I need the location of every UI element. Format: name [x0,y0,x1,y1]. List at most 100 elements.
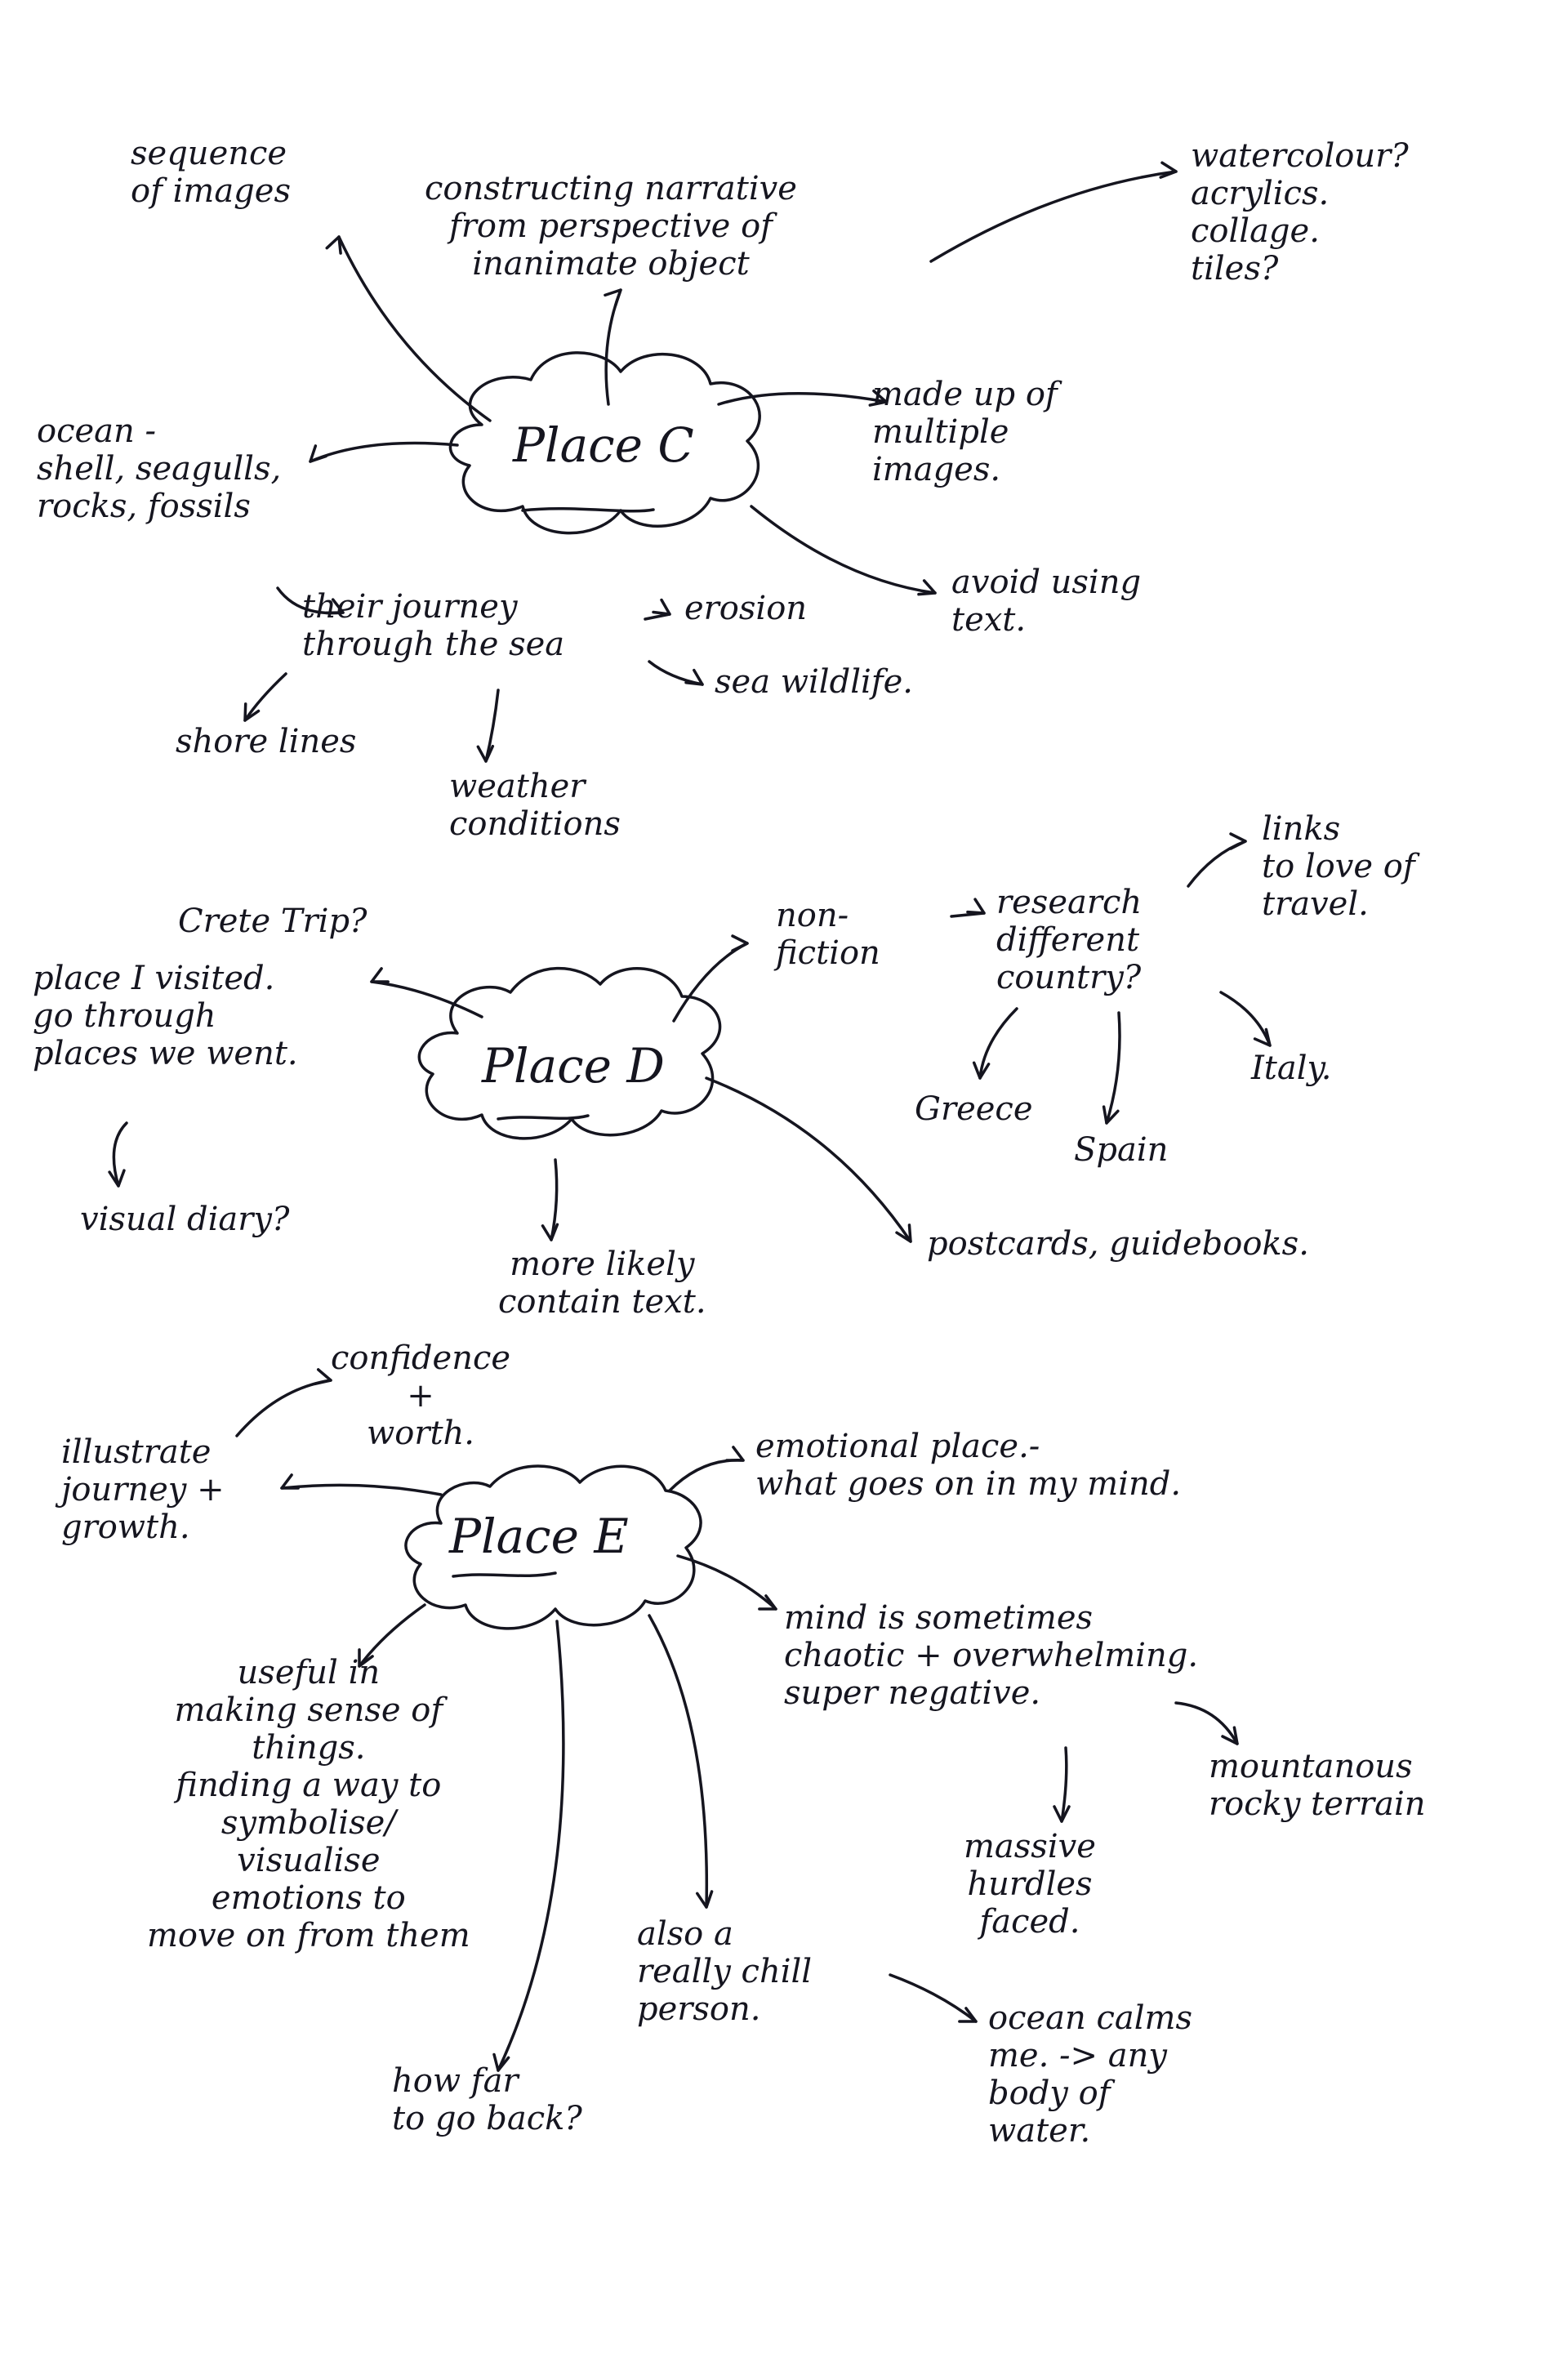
sea-wildlife-note: sea wildlife. [715,663,913,701]
arrow-to-chill [648,1614,709,1909]
place-e-title: Place E [449,1509,629,1564]
arrow-to-more-likely [550,1158,559,1241]
arrow-to-illustrate-head [280,1473,300,1490]
italy-note: Italy. [1251,1050,1332,1087]
arrow-to-journey-head [325,598,345,615]
their-journey-note: their journey through the sea [302,588,565,663]
arrow-to-shore-head [243,702,261,722]
arrow-to-spain [1105,1011,1121,1125]
visual-diary-note: visual diary? [80,1201,290,1238]
shore-lines-note: shore lines [176,723,357,760]
place-e-cloud [404,1464,702,1630]
arrow-to-made-up [717,391,888,406]
arrow-negative-to-mountainous-head [1221,1726,1239,1745]
arrow-to-links [1187,840,1247,888]
arrow-to-emotional-head [725,1446,745,1462]
confidence-worth-note: confidence + worth. [331,1339,511,1452]
arrow-illustrate-to-confidence [235,1379,332,1437]
spain-note: Spain [1074,1131,1169,1169]
crete-trip-note: Crete Trip? [178,902,368,940]
arrow-to-research-head [966,898,986,915]
arrow-to-mind-chaotic-head [758,1594,777,1611]
really-chill-note: also a really chill person. [637,1915,813,2028]
place-c-underline [521,506,655,513]
place-visited-note: place I visited. go through places we we… [33,960,298,1072]
emotional-place-note: emotional place.- what goes on in my min… [755,1428,1182,1503]
arrow-to-avoid-head [917,579,937,596]
arrow-negative-to-hurdles [1060,1746,1068,1823]
arrow-narrative-to-materials-head [1159,161,1178,179]
more-likely-text-note: more likely contain text. [498,1246,706,1321]
arrow-to-narrative-head [604,288,622,307]
massive-hurdles-note: massive hurdles faced. [964,1828,1096,1941]
weather-conditions-note: weather conditions [449,768,621,843]
arrow-narrative-to-materials [929,170,1178,263]
arrow-negative-to-mountainous [1174,1701,1239,1745]
arrow-to-spain-head [1102,1105,1120,1125]
arrow-to-narrative [604,288,622,406]
arrow-to-italy-head [1253,1027,1272,1047]
materials-note: watercolour? acrylics. collage. tiles? [1191,137,1409,287]
arrow-to-useful-head [358,1648,374,1668]
arrow-to-chill-head [695,1890,714,1909]
constructing-narrative-note: constructing narrative from perspective … [425,170,797,283]
greece-note: Greece [915,1090,1033,1128]
arrow-visited-to-diary-head [108,1169,126,1188]
ocean-items-note: ocean - shell, seagulls, rocks, fossils [37,412,282,525]
research-country-note: research different country? [996,884,1143,996]
arrow-to-how-far [497,1620,565,2072]
arrow-to-shore [243,672,287,722]
arrow-to-avoid [750,505,937,595]
arrow-chill-to-ocean-head [958,2007,978,2023]
arrow-to-italy [1219,991,1272,1047]
mountainous-terrain-note: mountanous rocky terrain [1209,1748,1426,1823]
place-d-cloud [417,966,722,1140]
arrow-to-postcards-head [895,1223,912,1243]
arrow-to-links-head [1229,832,1247,850]
arrow-to-greece [978,1007,1018,1080]
mind-chaotic-note: mind is sometimes chaotic + overwhelming… [784,1599,1199,1712]
how-far-back-note: how far to go back? [392,2062,582,2137]
place-c-title: Place C [513,417,694,473]
arrow-to-place-visited-head [370,967,390,983]
arrow-negative-to-hurdles-head [1053,1805,1071,1823]
arrow-to-sequence [337,235,492,422]
arrow-to-sequence-head [325,235,342,255]
arrow-to-postcards [705,1076,912,1243]
arrow-to-how-far-head [492,2052,510,2072]
arrow-illustrate-to-confidence-head [313,1368,332,1386]
arrow-to-made-up-head [868,389,888,407]
arrow-to-illustrate [280,1483,443,1496]
useful-sense-note: useful in making sense of things. findin… [147,1654,470,1954]
arrow-to-ocean-head [309,444,327,463]
avoid-text-note: avoid using text. [951,564,1142,639]
arrow-to-more-likely-head [541,1223,559,1241]
place-e-underline [452,1571,557,1578]
erosion-note: erosion [684,590,808,627]
arrow-to-non-fiction-head [731,934,749,952]
place-d-title: Place D [482,1038,665,1094]
arrow-to-useful [358,1603,426,1668]
arrow-visited-to-diary [112,1121,128,1188]
non-fiction-note: non- fiction [776,897,880,972]
sequence-of-images-note: sequence of images [131,135,291,210]
postcards-guidebooks-note: postcards, guidebooks. [927,1225,1309,1263]
arrow-chill-to-ocean [889,1973,978,2023]
illustrate-journey-note: illustrate journey + growth. [61,1433,225,1546]
place-c-cloud [448,351,761,535]
arrow-to-wildlife-head [684,668,704,686]
arrow-to-weather-head [476,744,495,763]
arrow-to-mind-chaotic [676,1554,777,1611]
place-d-underline [497,1114,590,1121]
arrow-to-emotional [668,1459,745,1492]
arrow-to-erosion-head [652,598,671,616]
links-to-travel-note: links to love of travel. [1262,810,1415,923]
ocean-calms-note: ocean calms me. -> any body of water. [988,1999,1192,2150]
arrow-to-non-fiction [672,942,749,1023]
arrow-to-greece-head [972,1061,991,1080]
made-up-of-note: made up of multiple images. [872,376,1058,488]
arrow-to-place-visited [370,980,483,1018]
arrow-to-ocean [309,441,459,463]
